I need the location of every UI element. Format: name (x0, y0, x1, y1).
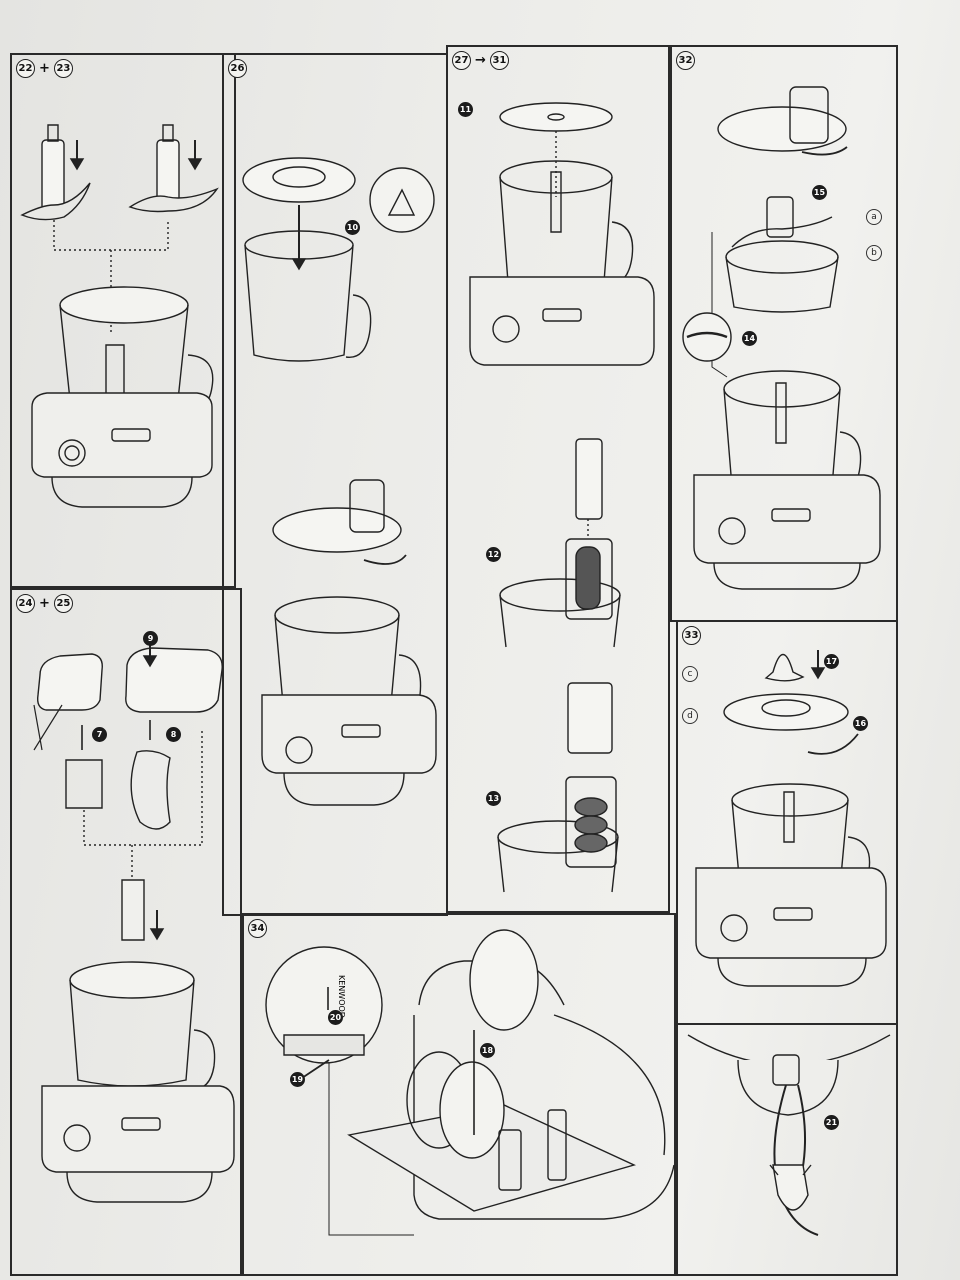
storage-box-illustration: KENWOOD (244, 915, 678, 1278)
part-label-d: d (682, 708, 698, 724)
step-marker-10: 10 (345, 220, 360, 235)
step-number: 33 (682, 626, 701, 645)
citrus-press-illustration (678, 622, 900, 1027)
panel-steps-22-23: 22 + 23 (10, 53, 236, 588)
step-marker-9: 9 (143, 631, 158, 646)
panel-header: 27 → 31 (452, 51, 509, 70)
part-label-a: a (866, 209, 882, 225)
step-marker-7: 7 (92, 727, 107, 742)
bowl-lid-illustration (224, 55, 450, 918)
panel-step-26: 26 10 (222, 53, 448, 916)
step-marker-18: 18 (480, 1043, 495, 1058)
panel-step-34: 34 KENWOOD 20 19 18 (242, 913, 676, 1276)
part-label-b: b (866, 245, 882, 261)
step-number: 24 (16, 594, 35, 613)
step-separator: + (39, 596, 50, 611)
panel-cord-storage: 21 (676, 1023, 898, 1276)
lid-brand-text: KENWOOD (337, 975, 346, 1018)
step-number: 25 (53, 594, 73, 613)
panel-header: 33 (682, 626, 701, 645)
dough-tool-illustration (672, 47, 900, 624)
cord-storage-illustration (678, 1025, 900, 1278)
step-marker-20: 20 (328, 1010, 343, 1025)
panel-steps-27-31: 27 → 31 (446, 45, 670, 913)
panel-header: 34 (248, 919, 267, 938)
panel-header: 24 + 25 (16, 594, 73, 613)
step-separator: + (39, 61, 50, 76)
step-marker-12: 12 (486, 547, 501, 562)
step-number: 23 (53, 59, 73, 78)
step-marker-8: 8 (166, 727, 181, 742)
step-marker-21: 21 (824, 1115, 839, 1130)
step-marker-19: 19 (290, 1072, 305, 1087)
step-marker-16: 16 (853, 716, 868, 731)
step-number: 22 (16, 59, 35, 78)
step-separator: → (475, 53, 486, 68)
panel-header: 32 (676, 51, 695, 70)
panel-step-32: 32 15 a b 14 (670, 45, 898, 622)
step-marker-15: 15 (812, 185, 827, 200)
disc-and-feed-tube-illustration (448, 47, 672, 915)
part-label-c: c (682, 666, 698, 682)
step-number: 34 (248, 919, 267, 938)
step-number: 32 (676, 51, 695, 70)
step-number: 27 (452, 51, 471, 70)
step-number: 26 (228, 59, 247, 78)
step-number: 31 (489, 51, 509, 70)
panel-header: 22 + 23 (16, 59, 73, 78)
panel-header: 26 (228, 59, 247, 78)
panel-step-33: 33 c 17 d 16 (676, 620, 898, 1025)
step-marker-14: 14 (742, 331, 757, 346)
panel-steps-24-25: 24 + 25 9 7 8 (10, 588, 242, 1276)
step-marker-11: 11 (458, 102, 473, 117)
step-marker-17: 17 (824, 654, 839, 669)
step-marker-13: 13 (486, 791, 501, 806)
blade-and-bowl-illustration (12, 55, 238, 590)
mill-and-whisk-illustration (12, 590, 244, 1278)
